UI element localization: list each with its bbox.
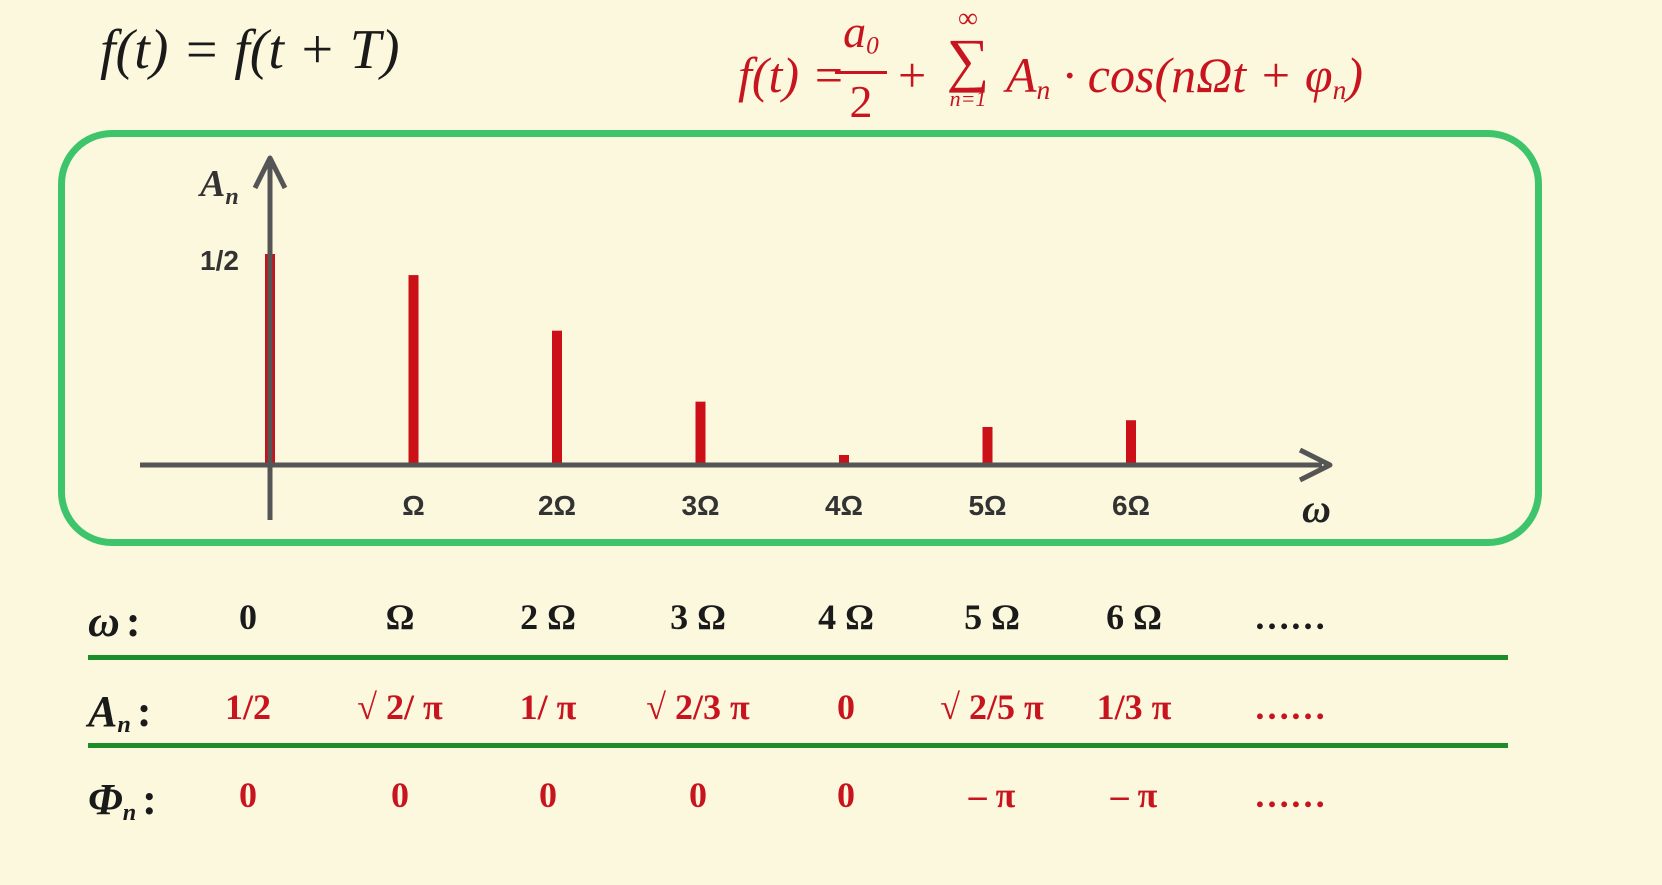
x-tick-label-2: 2Ω [538,490,576,521]
omega-cell-0: 0 [239,597,257,637]
table-divider-1 [88,655,1508,660]
sum-lower-limit: n=1 [949,86,987,111]
an-row-label: An: [88,686,151,739]
phi-row-label: Φn: [88,774,157,827]
x-tick-label-5: 5Ω [968,490,1006,521]
omega-cell-3: 3 Ω [670,597,726,637]
series-lhs: f(t) = [738,47,846,103]
an-cell-2: 1/ π [519,687,577,727]
omega-cell-4: 4 Ω [818,597,874,637]
y-axis-label-sub: n [225,184,238,210]
an-cell-1: √ 2/ π [357,687,443,727]
chart-frame [58,130,1542,546]
fraction-numerator-sub: 0 [866,31,879,60]
an-cell-4: 0 [837,687,855,727]
fourier-series-formula: f(t) = a0 2 + ∞ ∑ n=1 An · cos(nΩt + φn) [738,3,1418,128]
an-cell-0: 1/2 [224,687,272,727]
series-plus: + [898,47,927,103]
phi-cell-4: 0 [837,775,855,815]
chart-axes [140,155,1333,520]
x-tick-label-6: 6Ω [1112,490,1150,521]
x-tick-label-1: Ω [402,490,424,521]
summation: ∞ ∑ n=1 [938,3,998,111]
an-cell-3: √ 2/3 π [646,687,750,727]
omega-symbol: ω [88,597,120,646]
omega-cell-2: 2 Ω [520,597,576,637]
bar-6 [1126,420,1136,465]
sigma-symbol: ∑ [946,27,990,93]
term-cos: · cos(nΩt + φ [1050,47,1333,103]
an-symbol: A [88,687,118,736]
bar-2 [552,330,562,465]
phi-sub: n [122,799,137,827]
series-term: An · cos(nΩt + φn) [1006,46,1363,106]
series-fraction: a0 2 [833,6,889,130]
an-cell-7: …… [1254,687,1326,727]
x-tick-label-4: 4Ω [825,490,863,521]
an-colon: : [136,687,152,736]
term-A: A [1006,47,1037,103]
bar-3 [695,401,706,465]
omega-cell-5: 5 Ω [964,597,1020,637]
phi-cell-1: 0 [391,775,409,815]
bar-5 [982,426,993,465]
fraction-denominator: 2 [849,76,873,128]
phi-colon: : [142,775,157,824]
phi-cell-0: 0 [239,775,257,815]
phi-row: Φn: 0 0 0 0 0 – π – π …… [0,774,1662,854]
omega-colon: : [125,597,141,646]
y-tick-label: 1/2 [200,245,239,276]
an-row: An: 1/2 √ 2/ π 1/ π √ 2/3 π 0 √ 2/5 π 1/3 π …… [0,686,1662,766]
chart-bars [265,254,1136,465]
term-A-sub: n [1036,73,1051,105]
phi-cell-2: 0 [539,775,557,815]
periodic-formula: f(t) = f(t + T) [100,19,400,81]
omega-cell-1: Ω [385,597,415,637]
bar-1 [408,275,419,465]
fraction-numerator: a [843,6,867,57]
omega-row-label: ω: [88,596,140,647]
sum-upper-limit: ∞ [958,3,978,34]
table-divider-2 [88,743,1508,748]
phi-cell-5: – π [968,775,1016,815]
an-cell-6: 1/3 π [1096,687,1172,727]
omega-row: ω: 0 Ω 2 Ω 3 Ω 4 Ω 5 Ω 6 Ω …… [0,596,1662,676]
x-tick-label-3: 3Ω [681,490,719,521]
y-axis-arrow-icon [252,155,288,190]
an-sub: n [117,711,131,739]
y-axis-label: An [198,163,239,210]
bar-4 [839,455,849,465]
phi-cell-7: …… [1254,775,1326,815]
term-close: ) [1346,47,1363,103]
an-cell-5: √ 2/5 π [940,687,1044,727]
chart-labels: An 1/2Ω 2Ω 3Ω 4Ω 5Ω 6Ω ω [198,163,1331,531]
term-phi-sub: n [1332,73,1347,105]
x-axis-arrow-icon [1298,447,1333,483]
omega-cell-7: …… [1254,597,1326,637]
phi-symbol: Φ [88,775,123,824]
amplitude-spectrum-chart: An 1/2Ω 2Ω 3Ω 4Ω 5Ω 6Ω ω [140,155,1333,531]
omega-cell-6: 6 Ω [1106,597,1162,637]
phi-cell-3: 0 [689,775,707,815]
fraction-bar [835,71,887,75]
x-axis-label: ω [1302,486,1331,531]
phi-cell-6: – π [1110,775,1158,815]
